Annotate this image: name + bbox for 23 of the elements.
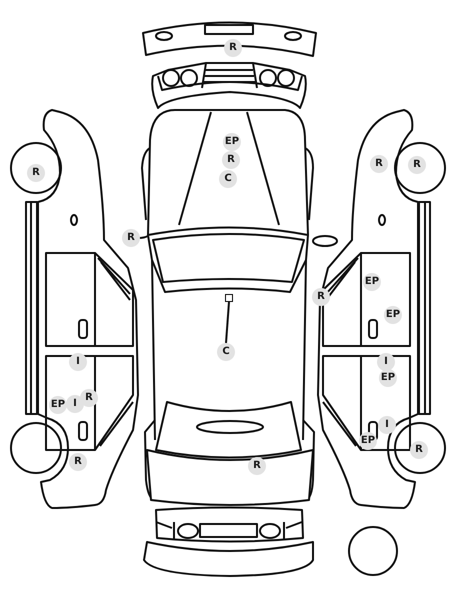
inspection-point-marker (225, 294, 233, 302)
damage-code: R (69, 453, 87, 471)
damage-code: EP (362, 273, 382, 291)
damage-code: R (224, 39, 242, 57)
damage-code: R (408, 156, 426, 174)
damage-code: I (69, 353, 87, 371)
damage-code: R (312, 288, 330, 306)
damage-code: I (378, 416, 396, 434)
damage-code: R (27, 164, 45, 182)
leader-line (225, 302, 230, 344)
damage-code: R (410, 441, 428, 459)
damage-code: EP (384, 306, 402, 324)
damage-code: EP (358, 432, 378, 450)
damage-code: I (66, 395, 84, 413)
damage-code: R (222, 151, 240, 169)
damage-code: R (370, 155, 388, 173)
damage-code: R (122, 229, 140, 247)
damage-code: EP (48, 396, 68, 414)
damage-code: EP (222, 133, 242, 151)
damage-code: I (377, 353, 395, 371)
damage-code: C (217, 343, 235, 361)
damage-code: EP (378, 369, 398, 387)
damage-code: C (219, 170, 237, 188)
